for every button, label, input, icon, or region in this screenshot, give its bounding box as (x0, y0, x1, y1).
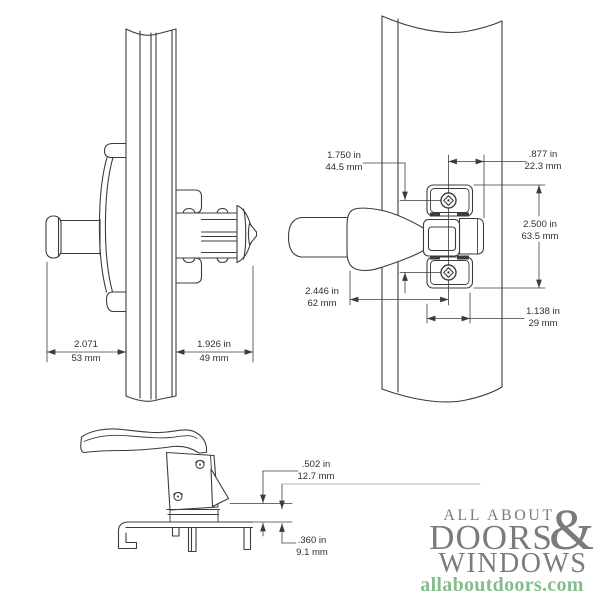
logo-ampersand: & (549, 497, 595, 562)
exterior-side-view (45, 28, 258, 402)
push-knob (45, 215, 101, 259)
handle-blade-profile (80, 428, 208, 454)
mounting-plate-profile (117, 521, 254, 553)
logo-windows: WINDOWS (438, 548, 588, 579)
latch-lever-handle (287, 207, 425, 272)
latch-housing-profile (165, 451, 230, 523)
dimension-lines-left-view (46, 261, 254, 363)
mounting-stud-assembly (176, 189, 258, 284)
logo-website-url: allaboutdoors.com (420, 574, 584, 596)
logo-all-about: ALL ABOUT (443, 507, 555, 524)
mounting-screws (440, 192, 457, 281)
logo-doors: DOORS (429, 518, 553, 557)
dimension-lines-profile-view (229, 470, 481, 544)
top-profile-view (80, 428, 481, 553)
door-rail (125, 28, 177, 402)
interior-side-view (287, 15, 546, 403)
dimension-lines-right-view (349, 154, 546, 324)
latch-handle-blade (98, 142, 127, 313)
door-stile (381, 15, 503, 403)
